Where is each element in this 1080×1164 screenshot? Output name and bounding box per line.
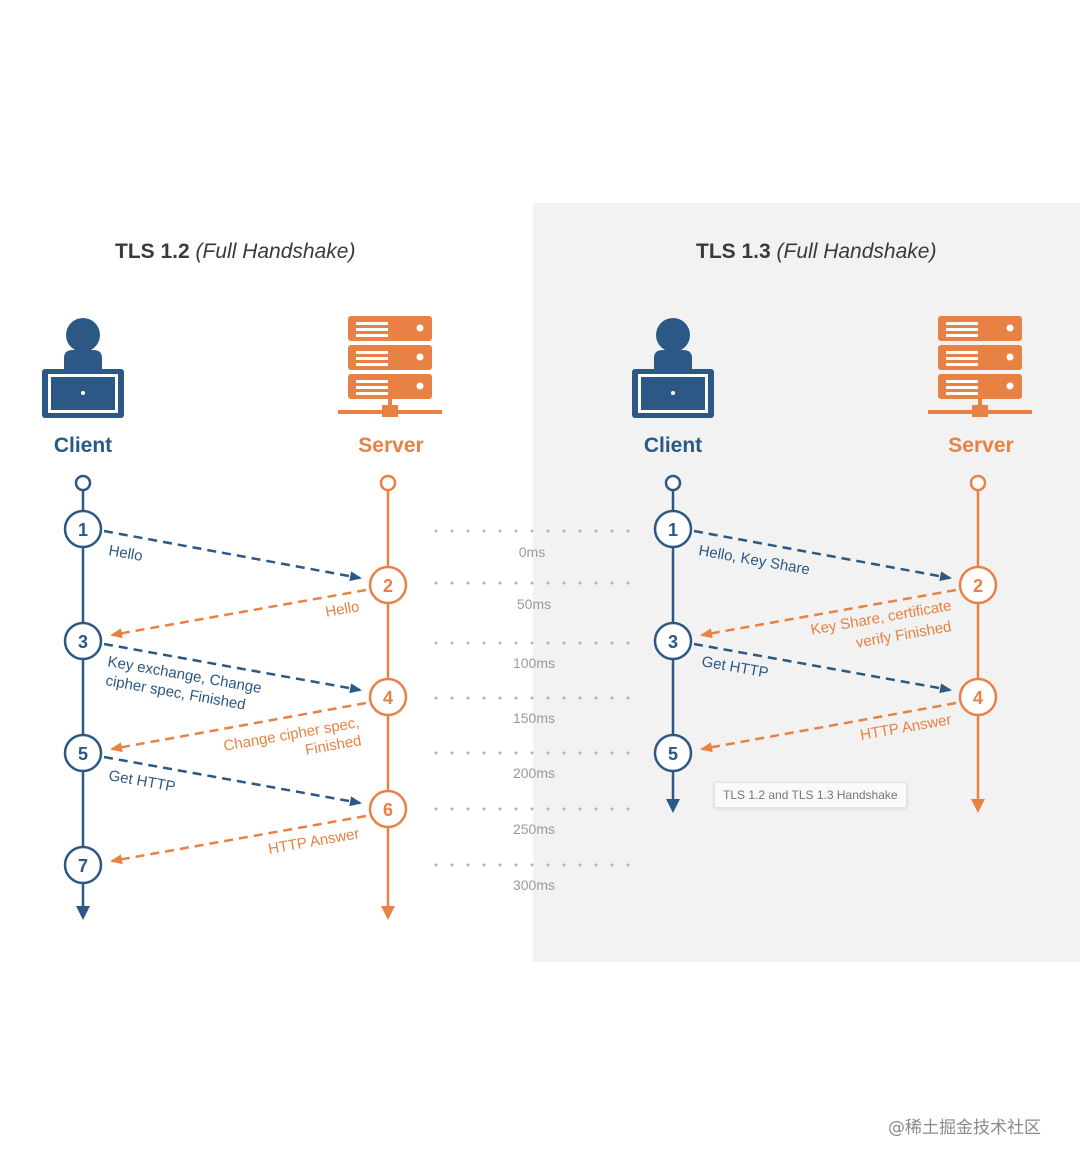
svg-text:1: 1 [668, 520, 678, 540]
svg-text:6: 6 [383, 800, 393, 820]
tls12-arrow-3 [103, 642, 362, 694]
timeline-label-50ms: 50ms [517, 596, 551, 612]
tls13-msg-4: HTTP Answer [859, 711, 953, 744]
svg-text:1: 1 [78, 520, 88, 540]
tls12-msg-1: Hello [107, 542, 144, 565]
tls13-arrow-4 [700, 701, 957, 753]
image-caption-tooltip: TLS 1.2 and TLS 1.3 Handshake [714, 782, 907, 808]
user-laptop-icon [632, 318, 714, 418]
svg-text:3: 3 [78, 632, 88, 652]
tls12-step-7: 7 [63, 845, 103, 885]
tls12-step-6: 6 [368, 789, 408, 829]
tls13-step-3: 3 [653, 621, 693, 661]
tls12-msg-6: HTTP Answer [267, 825, 361, 858]
tls13-step-4: 4 [958, 677, 998, 717]
tls12-arrow-6 [110, 814, 367, 865]
tls12-title: TLS 1.2 (Full Handshake) [115, 240, 355, 263]
tls13-msg-1: Hello, Key Share [697, 542, 811, 578]
tls13-arrow-3 [693, 642, 952, 694]
tls12-step-4: 4 [368, 677, 408, 717]
timeline-dots [434, 529, 632, 867]
timeline-label-150ms: 150ms [513, 710, 555, 726]
svg-text:5: 5 [668, 744, 678, 764]
svg-text:5: 5 [78, 744, 88, 764]
tls13-step-2: 2 [958, 565, 998, 605]
tls12-step-1: 1 [63, 509, 103, 549]
tls12-server-label: Server [358, 434, 423, 457]
tls13-arrow-2 [700, 588, 957, 639]
timeline-label-300ms: 300ms [513, 877, 555, 893]
tls12-step-5: 5 [63, 733, 103, 773]
tls13-server-lifeline [969, 474, 987, 813]
svg-text:2: 2 [383, 576, 393, 596]
tls13-arrow-1 [693, 529, 952, 582]
tls12-step-3: 3 [63, 621, 103, 661]
tls13-title: TLS 1.3 (Full Handshake) [696, 240, 936, 263]
svg-text:7: 7 [78, 856, 88, 876]
server-rack-icon [928, 316, 1032, 417]
tls12-arrow-4 [110, 701, 367, 753]
tls12-step-2: 2 [368, 565, 408, 605]
tls13-msg-3: Get HTTP [700, 653, 769, 681]
timeline-label-200ms: 200ms [513, 765, 555, 781]
server-rack-icon [338, 316, 442, 417]
tls12-client-lifeline [74, 474, 92, 920]
tls12-client-label: Client [54, 434, 112, 457]
tls13-client-label: Client [644, 434, 702, 457]
tls12-arrow-2 [110, 588, 367, 639]
tls12-arrow-5 [103, 755, 362, 807]
svg-text:3: 3 [668, 632, 678, 652]
tls13-step-1: 1 [653, 509, 693, 549]
svg-text:2: 2 [973, 576, 983, 596]
tls13-server-label: Server [948, 434, 1013, 457]
tls12-msg-2: Hello [324, 598, 361, 621]
svg-text:4: 4 [973, 688, 983, 708]
timeline-label-250ms: 250ms [513, 821, 555, 837]
svg-text:4: 4 [383, 688, 393, 708]
tls12-arrow-1 [103, 529, 362, 582]
tls12-msg-5: Get HTTP [107, 767, 176, 795]
timeline-label-100ms: 100ms [513, 655, 555, 671]
watermark: @稀土掘金技术社区 [888, 1118, 1041, 1138]
user-laptop-icon [42, 318, 124, 418]
tls13-step-5: 5 [653, 733, 693, 773]
timeline: 0ms 50ms 100ms 150ms 200ms 250ms 300ms [434, 529, 632, 893]
timeline-label-0ms: 0ms [519, 544, 545, 560]
